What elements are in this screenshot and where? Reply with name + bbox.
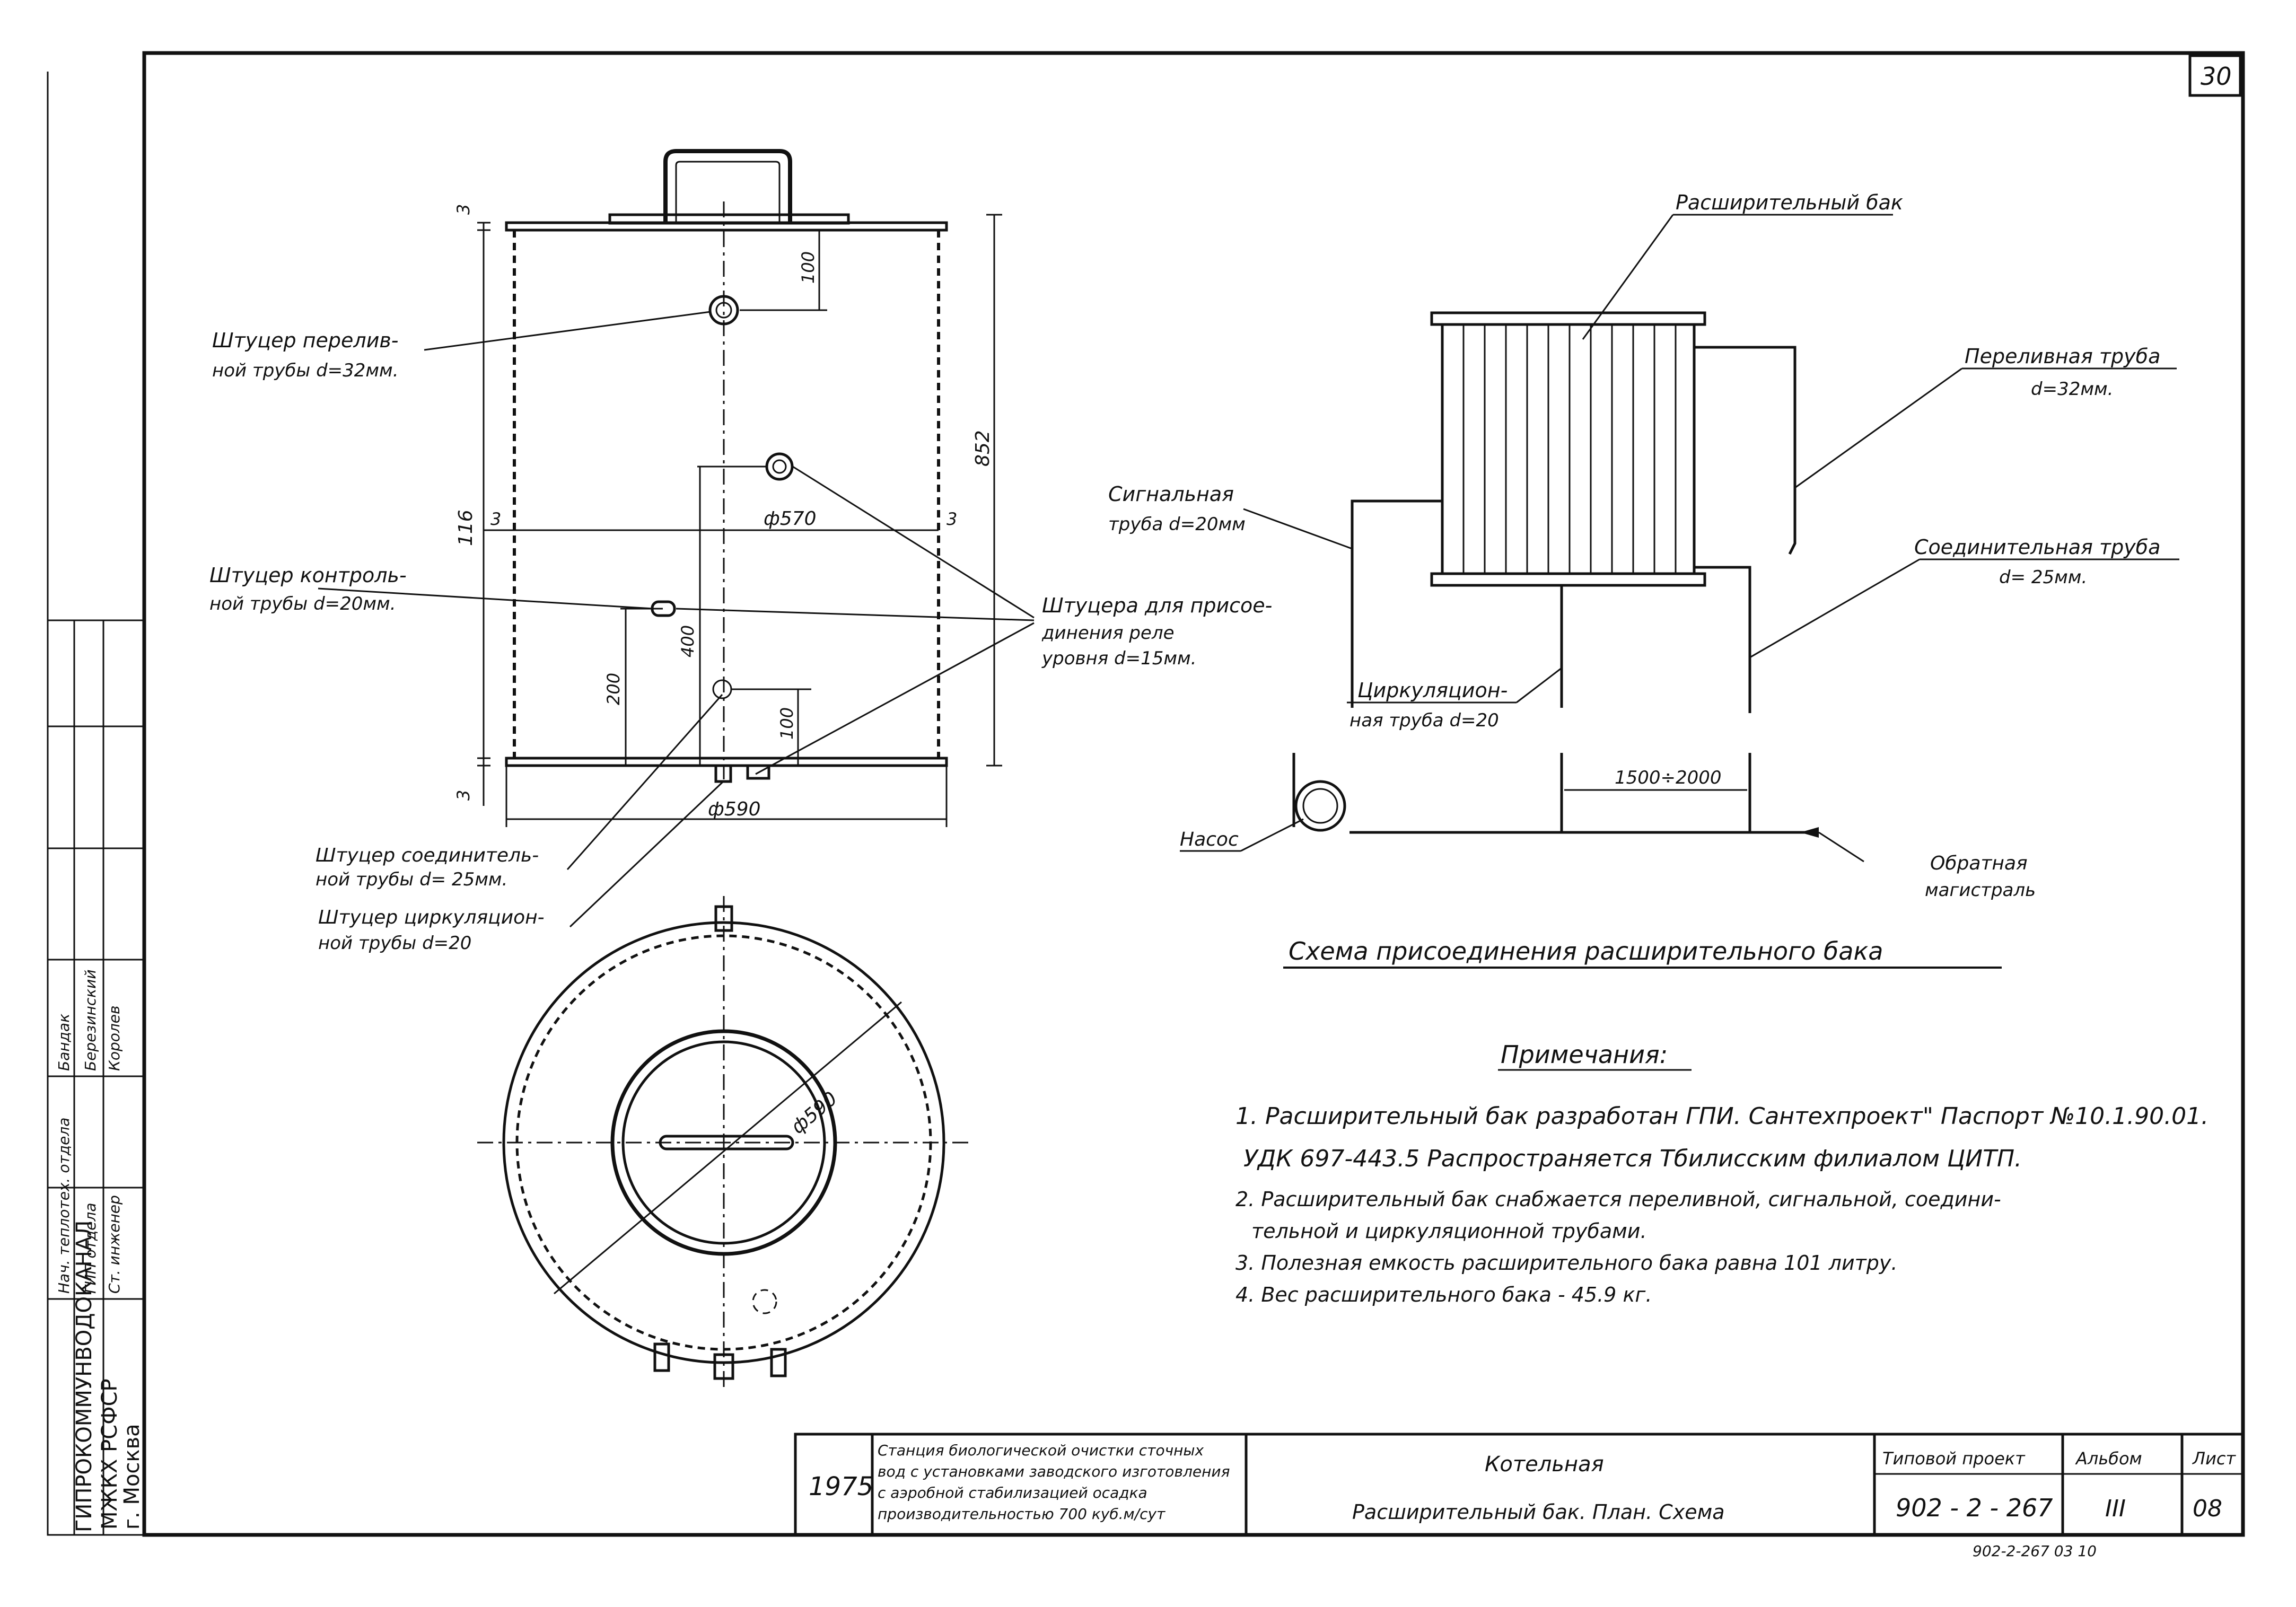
sheet-frame: 30 — [47, 51, 2245, 1537]
dim-570: ф570 — [764, 508, 817, 530]
label-circ-1: Штуцер циркуляцион- — [318, 907, 545, 928]
plan-view: ф590 — [477, 896, 970, 1389]
title-year: 1975 — [809, 1472, 873, 1501]
stamp-ministry: МЖКХ РСФСР — [98, 1378, 122, 1530]
label-overflow-2: ной трубы d=32мм. — [212, 360, 399, 381]
dim-3-left: 3 — [490, 509, 501, 529]
title-sheet-label: Лист — [2192, 1448, 2236, 1469]
label-control-1: Штуцер контроль- — [209, 564, 407, 587]
scheme-circ-2: ная труба d=20 — [1349, 710, 1499, 731]
stamp-name-1: Бандак — [55, 1014, 73, 1071]
scheme-return-1: Обратная — [1930, 853, 2028, 874]
scheme-overflow-1: Переливная труба — [1965, 345, 2160, 368]
label-circ-2: ной трубы d=20 — [318, 933, 471, 954]
dim-100-bottom: 100 — [777, 707, 797, 740]
dim-100-top: 100 — [798, 251, 818, 284]
dim-200: 200 — [603, 673, 624, 705]
note-line-6: 4. Вес расширительного бака - 45.9 кг. — [1235, 1283, 1652, 1306]
title-object: Котельная — [1485, 1452, 1604, 1477]
dim-bottom-3: 3 — [453, 790, 474, 801]
dim-116: 116 — [455, 510, 477, 546]
scheme-overflow-2: d=32мм. — [2031, 379, 2113, 400]
scheme-signal-2: труба d=20мм — [1108, 514, 1246, 535]
label-relay-2: динения реле — [1041, 622, 1175, 644]
stamp-role-1: Нач. теплотех. отдела — [55, 1118, 73, 1294]
stamp-role-2: ГИП отдела — [82, 1202, 99, 1294]
title-desc-4: производительностью 700 куб.м/сут — [878, 1505, 1165, 1523]
title-album-value: III — [2105, 1495, 2126, 1522]
scheme-signal-1: Сигнальная — [1108, 482, 1234, 506]
title-album-label: Альбом — [2075, 1448, 2142, 1469]
label-relay-3: уровня d=15мм. — [1041, 648, 1196, 669]
dim-400: 400 — [678, 625, 698, 657]
title-desc-1: Станция биологической очистки сточных — [878, 1442, 1204, 1459]
title-proj-value: 902 - 2 - 267 — [1896, 1494, 2053, 1522]
stamp-role-3: Ст. инженер — [106, 1195, 123, 1294]
scheme-connect-2: d= 25мм. — [1999, 567, 2087, 588]
stamp-name-3: Королев — [106, 1005, 123, 1071]
title-desc-2: вод с установками заводского изготовлени… — [878, 1463, 1230, 1480]
scheme-title: Схема присоединения расширительного бака — [1289, 937, 1883, 965]
dim-top-3: 3 — [453, 204, 474, 215]
label-connect-2: ной трубы d= 25мм. — [316, 869, 507, 890]
title-block: 1975 Станция биологической очистки сточн… — [794, 1433, 2245, 1560]
title-proj-label: Типовой проект — [1882, 1448, 2026, 1469]
scheme-circ-1: Циркуляцион- — [1357, 679, 1508, 702]
scheme-tank-label: Расширительный бак — [1676, 191, 1903, 214]
label-control-2: ной трубы d=20мм. — [209, 593, 396, 614]
dim-852: 852 — [972, 430, 994, 467]
note-line-2: УДК 697-443.5 Распространяется Тбилисски… — [1243, 1145, 2022, 1172]
scheme-return-2: магистраль — [1925, 880, 2036, 901]
title-below: 902-2-267 03 10 — [1973, 1542, 2097, 1560]
dim-590: ф590 — [708, 798, 761, 820]
note-line-5: 3. Полезная емкость расширительного бака… — [1235, 1251, 1898, 1275]
front-view: 3 100 852 116 3 3 ф570 400 200 100 3 ф59… — [209, 149, 1272, 954]
scheme-distance: 1500÷2000 — [1615, 767, 1722, 788]
sheet-corner-number: 30 — [2201, 62, 2232, 91]
scheme-pump: Насос — [1180, 829, 1239, 850]
title-sheet-value: 08 — [2193, 1495, 2222, 1522]
dim-3-right: 3 — [947, 509, 957, 529]
note-line-3: 2. Расширительный бак снабжается перелив… — [1235, 1188, 2001, 1211]
stamp-city: г. Москва — [120, 1424, 144, 1530]
title-sheet-name: Расширительный бак. План. Схема — [1352, 1500, 1725, 1524]
note-line-1: 1. Расширительный бак разработан ГПИ. Са… — [1235, 1103, 2209, 1130]
scheme-connect-1: Соединительная труба — [1914, 535, 2160, 559]
connection-scheme: 1500÷2000 Расширительный бак Переливная … — [1108, 191, 2179, 969]
note-line-4: тельной и циркуляционной трубами. — [1251, 1219, 1647, 1243]
label-relay-1: Штуцера для присое- — [1042, 594, 1272, 617]
label-overflow-1: Штуцер перелив- — [212, 329, 399, 352]
label-connect-1: Штуцер соединитель- — [316, 845, 539, 866]
notes: Примечания: 1. Расширительный бак разраб… — [1235, 1040, 2209, 1306]
stamp-name-2: Березинский — [82, 969, 99, 1071]
stamp-org: ГИПРОКОММУНВОДОКАНАЛ — [72, 1220, 97, 1532]
title-desc-3: с аэробной стабилизацией осадка — [878, 1484, 1147, 1501]
notes-heading: Примечания: — [1501, 1040, 1668, 1069]
left-stamp: ГИПРОКОММУНВОДОКАНАЛ МЖКХ РСФСР г. Москв… — [47, 619, 145, 1536]
